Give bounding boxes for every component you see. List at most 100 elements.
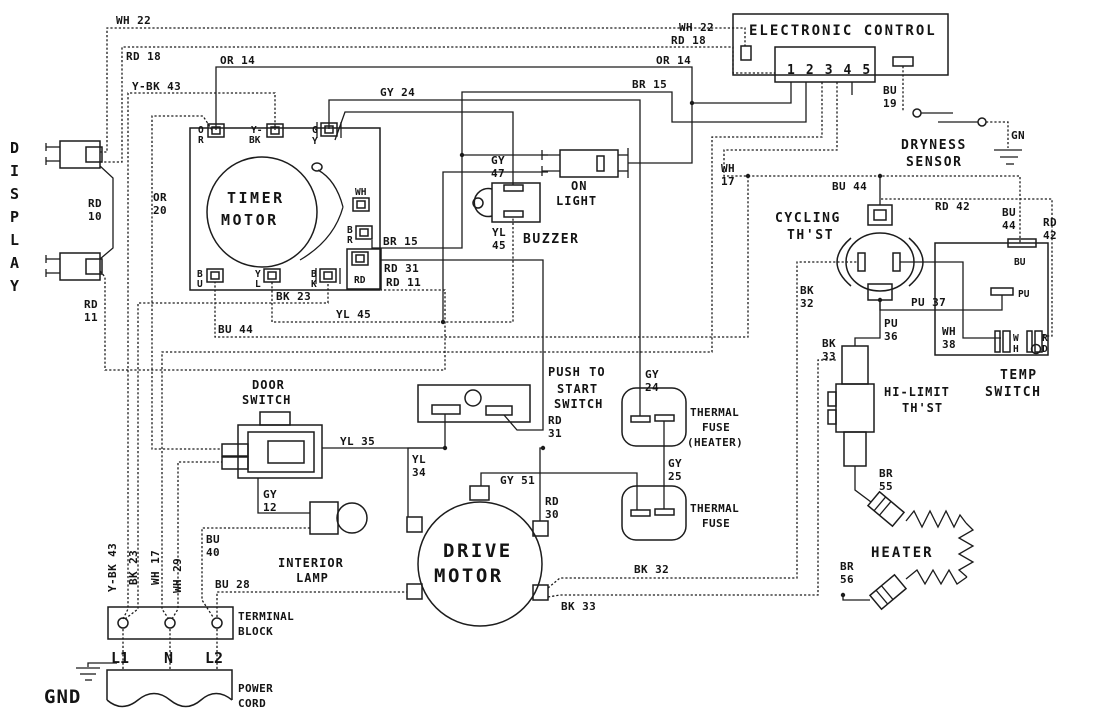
wire-label-gy47: 47	[491, 167, 505, 180]
plug-body	[868, 573, 908, 611]
heater-element-right	[957, 522, 975, 578]
buzzer-label: BUZZER	[523, 232, 580, 247]
wire-br56	[842, 595, 870, 601]
wire-label-rd11: RD	[84, 298, 98, 311]
door-outer	[237, 424, 323, 479]
timer-terminal-br	[355, 225, 373, 240]
gnd-label: GND	[44, 686, 81, 708]
cycling-terminal-top-pin	[873, 209, 887, 221]
wire-label-gy25: 25	[668, 470, 682, 483]
wire-rd11	[99, 270, 446, 371]
cycling-thermostat	[836, 204, 924, 301]
connector-pin-block	[85, 258, 103, 275]
wire-rd18	[100, 46, 775, 163]
wire-label-bk32: 32	[800, 297, 814, 310]
display-label: L	[10, 231, 19, 249]
wire-label-yl45: YL 45	[336, 308, 371, 321]
temp-terminal-bu	[1007, 238, 1037, 248]
wire-label-wh17: 17	[721, 175, 735, 188]
wire-br55	[854, 466, 872, 503]
cycling-terminal-top	[867, 204, 893, 226]
junction	[442, 445, 448, 451]
wire-or20	[151, 115, 222, 450]
plug-stripe	[880, 585, 894, 600]
pts-terminal	[431, 404, 461, 415]
wire-label-bu44: BU 44	[218, 323, 253, 336]
wire-rd42	[881, 198, 1053, 337]
junction	[689, 100, 695, 106]
timer-terminal-gy	[320, 122, 338, 137]
display-label: I	[10, 162, 19, 180]
fuse-terminal	[654, 508, 675, 516]
wire-label-yl35: YL 35	[340, 435, 375, 448]
temp-terminal-rd-ring	[1030, 343, 1042, 355]
cycling-body	[845, 232, 915, 292]
motor-terminal-lt	[406, 516, 423, 533]
wire-label-wh17-vertical: WH 17	[149, 550, 162, 585]
tb-terminal-n	[164, 617, 176, 629]
power-cord	[106, 669, 233, 708]
wiring	[99, 27, 1053, 670]
wire-label-bu44: BU	[1002, 206, 1016, 219]
drive-motor-label: DRIVE	[443, 540, 513, 562]
temp-terminal-wh	[994, 330, 1001, 353]
wire-label-gy47: GY	[491, 154, 505, 167]
timer-terminal-rd-pin	[355, 254, 365, 263]
fuse-terminal	[630, 415, 651, 423]
gnd-symbol	[76, 662, 117, 681]
timer-terminal-wh-label: WH	[355, 187, 367, 198]
temp-terminal-rd	[1026, 330, 1033, 353]
wire-bk33	[547, 359, 836, 598]
wire-label-gn: GN	[1011, 129, 1025, 142]
wire-onlight-right	[628, 103, 693, 164]
temp-terminal-wh-label: H	[1013, 344, 1019, 355]
display-label: P	[10, 208, 19, 226]
wire-label-yl34: 34	[412, 466, 426, 479]
timer-motor	[189, 122, 382, 291]
wire-label-br56: 56	[840, 573, 854, 586]
wire-label-rd18: RD 18	[126, 50, 161, 63]
timer-motor-label: TIMER	[227, 189, 285, 207]
pts-button-icon	[464, 389, 482, 407]
timer-motor-label: MOTOR	[221, 211, 279, 229]
motor-body	[417, 501, 543, 627]
ec-box	[732, 13, 949, 76]
wire-label-or20: OR	[153, 191, 167, 204]
wire-label-br15: BR 15	[383, 235, 418, 248]
wire-wh22	[100, 27, 746, 153]
wire-label-rd30: RD	[545, 495, 559, 508]
wire-label-rd10: 10	[88, 210, 102, 223]
motor-terminal-rb	[532, 584, 549, 601]
ec-terminal-box	[774, 46, 876, 83]
plug-stripe	[878, 501, 892, 516]
timer-terminal-or-label: O	[198, 125, 204, 136]
wire-label-rd31: RD 31	[384, 262, 419, 275]
temp-terminal-bu-label: BU	[1014, 257, 1026, 268]
wire-label-ybk43-vertical: Y-BK 43	[106, 543, 119, 592]
timer-terminal-yl-label: L	[255, 279, 261, 290]
junction	[840, 592, 846, 598]
push-start-label: START	[557, 382, 598, 396]
electronic-control-label: ELECTRONIC CONTROL	[749, 23, 937, 39]
wire-bu40	[201, 527, 310, 618]
wire-label-bk33: BK 33	[561, 600, 596, 613]
motor-terminal-rt	[532, 520, 549, 537]
wire-yl45	[271, 217, 514, 323]
wire-label-rd31: RD	[548, 414, 562, 427]
timer-terminal-rd-label: RD	[354, 275, 366, 286]
cycling-terminal-bottom	[867, 283, 893, 301]
wire-label-bk23: BK 23	[276, 290, 311, 303]
tb-box	[107, 606, 234, 640]
dryness-sensor-label: SENSOR	[906, 155, 963, 170]
wire-bu44-b	[214, 176, 749, 338]
wire-br15	[371, 82, 807, 249]
pts-terminal	[485, 405, 513, 416]
heater-plug-bottom	[868, 573, 908, 611]
motor-terminal-top	[469, 485, 490, 501]
timer-terminal-or-label: R	[198, 135, 204, 146]
temp-switch	[934, 238, 1049, 356]
timer-terminal-br-pin	[359, 228, 369, 237]
wire-label-br15: BR 15	[632, 78, 667, 91]
temp-switch-label: SWITCH	[985, 385, 1042, 400]
wire-gy47	[334, 111, 514, 185]
